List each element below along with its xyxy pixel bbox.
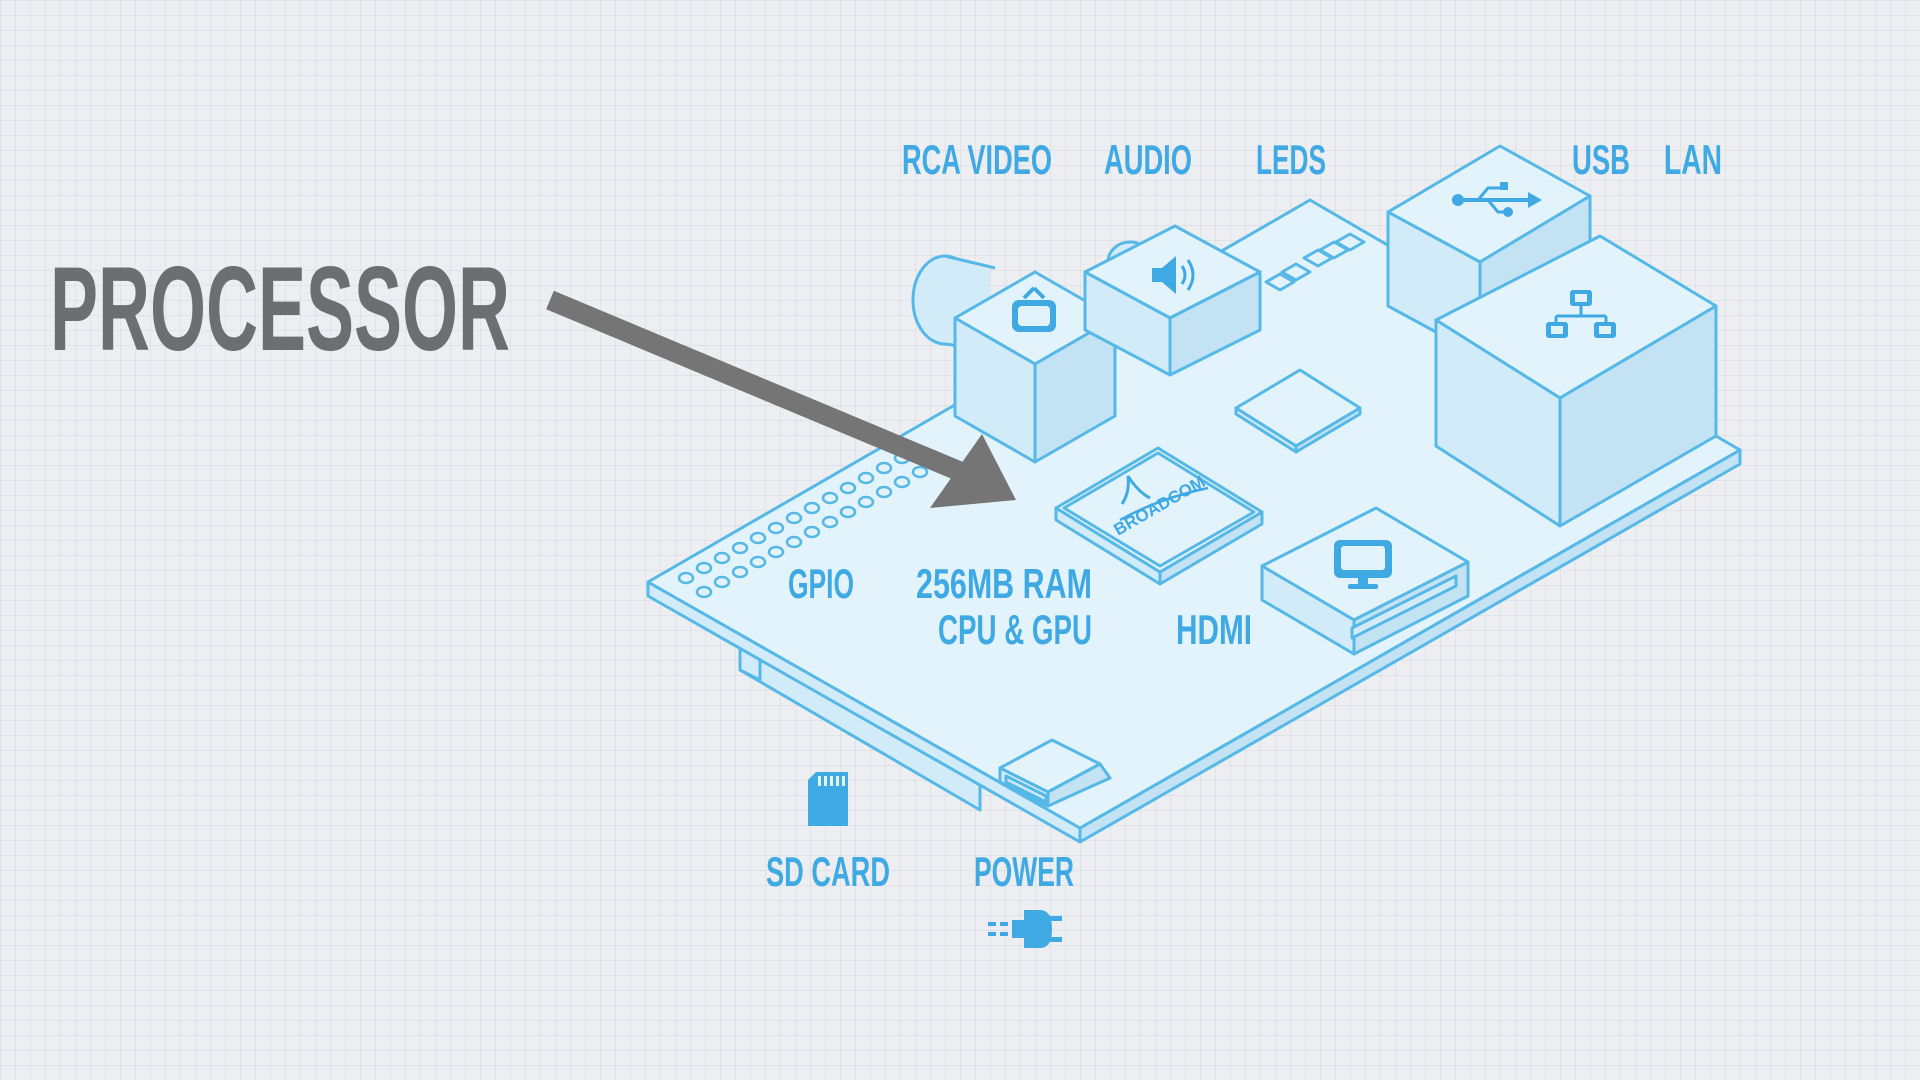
ram-label: 256MB RAM — [916, 560, 1092, 607]
sd-card-label: SD CARD — [766, 848, 890, 895]
speaker-icon — [1152, 256, 1195, 294]
cpu-gpu-label: CPU & GPU — [938, 606, 1092, 653]
power-label: POWER — [974, 848, 1074, 895]
sd-card-icon — [808, 772, 848, 826]
hdmi-port — [1260, 506, 1470, 656]
rca-video-label: RCA VIDEO — [902, 136, 1052, 183]
pointer-arrow — [546, 290, 1016, 508]
audio-block — [1083, 224, 1262, 377]
processor-chip: BROADCOM — [1054, 446, 1264, 586]
lan-block — [1434, 234, 1718, 528]
power-plug-icon — [988, 910, 1062, 948]
gpio-label: GPIO — [788, 560, 854, 607]
monitor-icon — [1334, 540, 1392, 589]
power-port — [998, 738, 1112, 808]
network-icon — [1546, 290, 1616, 338]
usb-icon — [1452, 182, 1542, 217]
processor-title: PROCESSOR — [50, 242, 510, 376]
leds-label: LEDS — [1256, 136, 1326, 183]
rca-video-block — [953, 270, 1117, 464]
usb-label: USB — [1572, 136, 1630, 183]
small-chip — [1234, 368, 1362, 454]
gpio-pins — [677, 451, 929, 599]
leds — [1264, 232, 1366, 292]
audio-label: AUDIO — [1104, 136, 1192, 183]
tv-icon — [1012, 286, 1056, 332]
lan-label: LAN — [1664, 136, 1722, 183]
hdmi-label: HDMI — [1176, 606, 1252, 653]
